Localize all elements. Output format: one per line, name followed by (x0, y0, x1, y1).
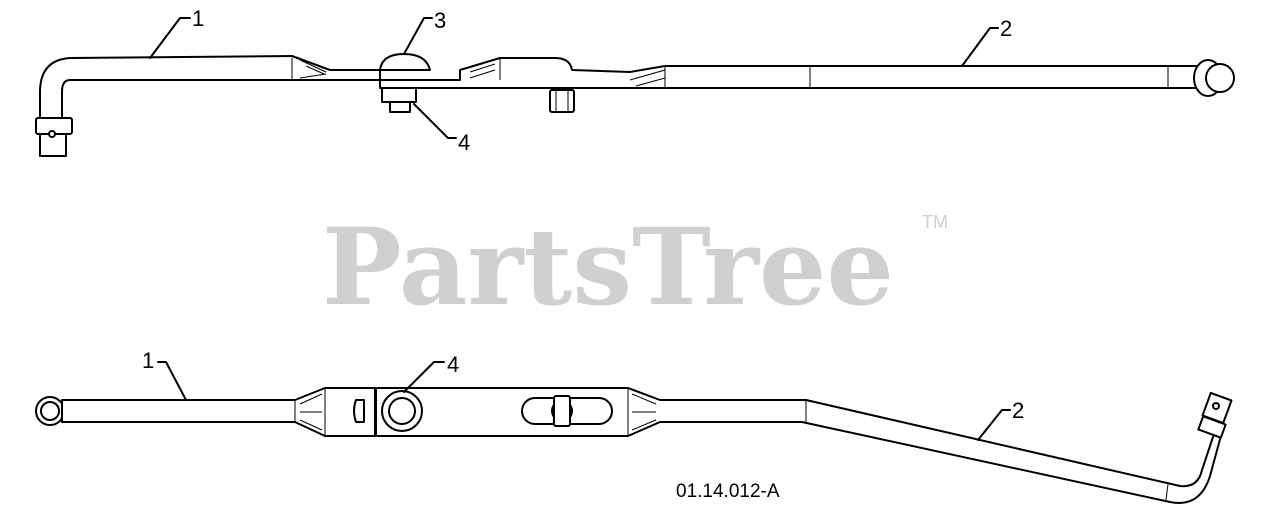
svg-text:1: 1 (142, 348, 154, 373)
svg-text:3: 3 (434, 8, 446, 33)
top-callout-3: 3 (403, 8, 446, 55)
watermark-trademark: TM (922, 212, 948, 232)
top-bolt-part-3 (379, 53, 431, 71)
top-callout-4: 4 (413, 103, 470, 155)
top-rod-part-1 (35, 55, 381, 157)
bottom-callout-2: 2 (977, 398, 1024, 441)
top-nut-part-4 (381, 87, 417, 113)
watermark-text: PartsTree (322, 204, 894, 329)
svg-text:4: 4 (458, 130, 470, 155)
diagram-code: 01.14.012-A (676, 481, 780, 502)
svg-text:2: 2 (1012, 398, 1024, 423)
svg-text:2: 2 (1000, 16, 1012, 41)
top-view-assembly: 1 2 3 4 (35, 6, 1235, 157)
top-rod-part-2 (379, 57, 1235, 113)
bottom-callout-1: 1 (142, 348, 187, 401)
svg-text:4: 4 (447, 352, 459, 377)
top-callout-1: 1 (149, 6, 204, 59)
bottom-rod-part-1 (61, 387, 376, 437)
svg-text:1: 1 (192, 6, 204, 31)
bottom-view-assembly: 1 4 2 (35, 348, 1233, 504)
bottom-callout-4: 4 (403, 352, 459, 393)
bottom-rod-part-2 (374, 387, 1233, 504)
watermark: PartsTree TM (322, 204, 948, 329)
bottom-nut-part-4 (375, 387, 423, 437)
top-callout-2: 2 (961, 16, 1012, 67)
bottom-left-ball-joint (35, 396, 65, 426)
